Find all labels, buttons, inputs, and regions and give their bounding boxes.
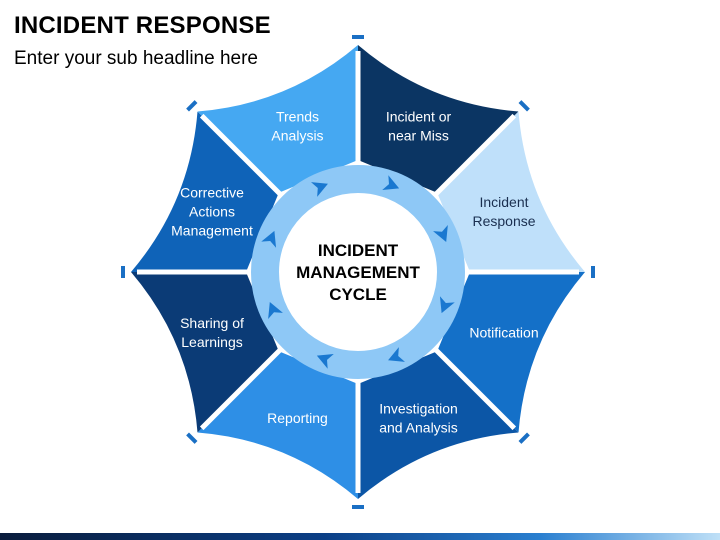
segment-trends-analysis [197, 45, 358, 193]
segment-investigation-and-analysis [358, 351, 519, 499]
segment-reporting [197, 351, 358, 499]
segment-label-line: near Miss [388, 128, 449, 144]
segment-label-line: Sharing of [180, 315, 244, 331]
cycle-arrow-icon [311, 182, 328, 197]
segment-label-line: Learnings [181, 334, 243, 350]
segment-label-line: Trends [276, 109, 319, 125]
page-title: INCIDENT RESPONSE [14, 12, 271, 39]
segment-notification [437, 272, 585, 433]
cycle-ring [251, 165, 465, 379]
tip-tick-mark [518, 432, 530, 444]
segment-label-notification: Notification [469, 325, 538, 341]
cycle-arrow-icon [316, 353, 334, 369]
tip-tick-mark [591, 266, 595, 278]
segment-divider [432, 113, 517, 198]
tip-tick-mark [352, 35, 364, 39]
cycle-arrow-icon [388, 347, 405, 362]
cycle-arrow-icon [382, 175, 400, 191]
segment-divider [199, 113, 284, 198]
segment-label-sharing-of-learnings: Sharing of Learnings [180, 315, 244, 350]
segment-label-incident-or-near-miss: Incident or near Miss [386, 109, 452, 144]
segment-label-line: Incident or [386, 109, 452, 125]
segment-label-line: Reporting [267, 410, 328, 426]
tip-tick-mark [186, 100, 198, 112]
tip-tick-mark [352, 505, 364, 509]
cycle-arrow-icon [268, 302, 283, 319]
segment-label-line: Corrective [180, 185, 244, 201]
center-label: INCIDENT MANAGEMENT CYCLE [296, 241, 420, 304]
segment-label-line: Actions [189, 204, 235, 220]
segment-label-line: Incident [479, 194, 528, 210]
segment-label-line: Notification [469, 325, 538, 341]
tip-tick-mark [186, 432, 198, 444]
segment-label-line: Investigation [379, 401, 458, 417]
center-circle [284, 198, 432, 346]
segment-label-reporting: Reporting [267, 410, 328, 426]
center-label-line: MANAGEMENT [296, 263, 420, 282]
center-label-line: CYCLE [329, 285, 387, 304]
segment-corrective-actions-management [131, 111, 279, 272]
cycle-arrow-icon [433, 225, 448, 242]
page-subtitle: Enter your sub headline here [14, 48, 258, 69]
segment-label-investigation-and-analysis: Investigation and Analysis [379, 401, 458, 436]
segment-label-line: Analysis [271, 128, 323, 144]
segment-divider [432, 346, 517, 431]
center-label-line: INCIDENT [318, 241, 399, 260]
cycle-arrow-icon [261, 230, 277, 248]
footer-bar [0, 533, 720, 540]
tip-tick-mark [121, 266, 125, 278]
segment-label-line: Response [472, 213, 535, 229]
segment-divider [199, 346, 284, 431]
segment-incident-or-near-miss [358, 45, 519, 193]
segment-label-line: Management [171, 223, 253, 239]
tip-tick-mark [518, 100, 530, 112]
segment-label-line: and Analysis [379, 420, 458, 436]
segment-incident-response [437, 111, 585, 272]
cycle-arrow-icon [439, 296, 455, 314]
segment-sharing-of-learnings [131, 272, 279, 433]
